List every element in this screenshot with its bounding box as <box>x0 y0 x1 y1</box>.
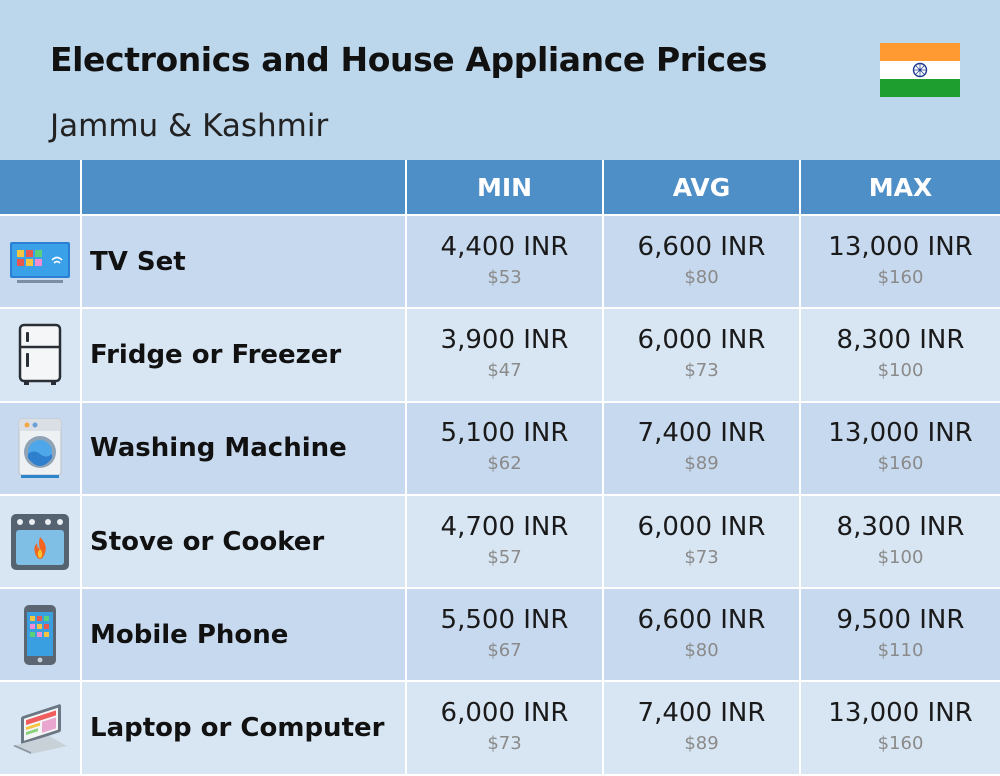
header: Electronics and House Appliance Prices J… <box>0 0 1000 160</box>
price-inr: 13,000 INR <box>828 231 973 262</box>
min-price-cell: 4,400 INR $53 <box>407 216 604 310</box>
page-title: Electronics and House Appliance Prices <box>50 40 767 79</box>
price-inr: 3,900 INR <box>440 324 569 355</box>
avg-price-cell: 7,400 INR $89 <box>604 682 801 776</box>
price-usd: $47 <box>487 359 522 381</box>
table-row: Stove or Cooker 4,700 INR $57 6,000 INR … <box>0 495 1000 590</box>
price-inr: 5,100 INR <box>440 418 569 449</box>
mobile-phone-icon <box>0 589 82 683</box>
page-subtitle: Jammu & Kashmir <box>50 108 329 144</box>
min-price-cell: 5,100 INR $62 <box>407 402 604 496</box>
price-inr: 6,600 INR <box>637 604 766 635</box>
price-inr: 7,400 INR <box>637 698 766 729</box>
price-inr: 6,000 INR <box>440 698 569 729</box>
price-inr: 4,700 INR <box>440 511 569 542</box>
avg-price-cell: 6,000 INR $73 <box>604 309 801 403</box>
price-usd: $110 <box>877 639 924 661</box>
max-price-cell: 13,000 INR $160 <box>801 402 1000 496</box>
header-icon-cell <box>0 160 82 216</box>
item-name: Laptop or Computer <box>82 682 407 776</box>
price-inr: 9,500 INR <box>836 604 965 635</box>
item-name: Stove or Cooker <box>82 495 407 590</box>
price-usd: $67 <box>487 639 522 661</box>
avg-price-cell: 6,600 INR $80 <box>604 216 801 310</box>
price-inr: 7,400 INR <box>637 418 766 449</box>
table-row: Washing Machine 5,100 INR $62 7,400 INR … <box>0 402 1000 496</box>
column-header-avg: AVG <box>604 160 801 216</box>
price-usd: $80 <box>684 639 719 661</box>
table-row: Fridge or Freezer 3,900 INR $47 6,000 IN… <box>0 309 1000 403</box>
price-usd: $89 <box>684 733 719 755</box>
max-price-cell: 8,300 INR $100 <box>801 309 1000 403</box>
price-usd: $73 <box>684 546 719 568</box>
price-inr: 6,000 INR <box>637 324 766 355</box>
price-usd: $160 <box>877 733 924 755</box>
item-name: TV Set <box>82 216 407 310</box>
price-usd: $100 <box>877 546 924 568</box>
price-inr: 5,500 INR <box>440 604 569 635</box>
price-inr: 8,300 INR <box>836 324 965 355</box>
table-row: Laptop or Computer 6,000 INR $73 7,400 I… <box>0 682 1000 776</box>
price-inr: 13,000 INR <box>828 698 973 729</box>
max-price-cell: 8,300 INR $100 <box>801 495 1000 590</box>
table-row: Mobile Phone 5,500 INR $67 6,600 INR $80… <box>0 589 1000 683</box>
price-inr: 8,300 INR <box>836 511 965 542</box>
price-usd: $53 <box>487 266 522 288</box>
avg-price-cell: 6,000 INR $73 <box>604 495 801 590</box>
table-header-row: MIN AVG MAX <box>0 160 1000 216</box>
price-usd: $80 <box>684 266 719 288</box>
avg-price-cell: 6,600 INR $80 <box>604 589 801 683</box>
header-name-cell <box>82 160 407 216</box>
price-inr: 13,000 INR <box>828 418 973 449</box>
price-usd: $100 <box>877 359 924 381</box>
price-usd: $73 <box>684 359 719 381</box>
column-header-min: MIN <box>407 160 604 216</box>
price-usd: $160 <box>877 266 924 288</box>
price-inr: 6,600 INR <box>637 231 766 262</box>
price-usd: $73 <box>487 733 522 755</box>
price-usd: $89 <box>684 453 719 475</box>
washing-machine-icon <box>0 402 82 496</box>
min-price-cell: 4,700 INR $57 <box>407 495 604 590</box>
min-price-cell: 3,900 INR $47 <box>407 309 604 403</box>
price-usd: $160 <box>877 453 924 475</box>
column-header-max: MAX <box>801 160 1000 216</box>
price-usd: $62 <box>487 453 522 475</box>
fridge-icon <box>0 309 82 403</box>
min-price-cell: 5,500 INR $67 <box>407 589 604 683</box>
price-usd: $57 <box>487 546 522 568</box>
price-inr: 4,400 INR <box>440 231 569 262</box>
max-price-cell: 13,000 INR $160 <box>801 216 1000 310</box>
max-price-cell: 9,500 INR $110 <box>801 589 1000 683</box>
stove-icon <box>0 495 82 590</box>
price-table: MIN AVG MAX TV Set 4,400 INR $53 <box>0 160 1000 776</box>
laptop-icon <box>0 682 82 776</box>
avg-price-cell: 7,400 INR $89 <box>604 402 801 496</box>
item-name: Washing Machine <box>82 402 407 496</box>
min-price-cell: 6,000 INR $73 <box>407 682 604 776</box>
item-name: Fridge or Freezer <box>82 309 407 403</box>
price-inr: 6,000 INR <box>637 511 766 542</box>
max-price-cell: 13,000 INR $160 <box>801 682 1000 776</box>
item-name: Mobile Phone <box>82 589 407 683</box>
table-row: TV Set 4,400 INR $53 6,600 INR $80 13,00… <box>0 216 1000 310</box>
tv-icon <box>0 216 82 310</box>
india-flag-icon <box>880 43 960 97</box>
